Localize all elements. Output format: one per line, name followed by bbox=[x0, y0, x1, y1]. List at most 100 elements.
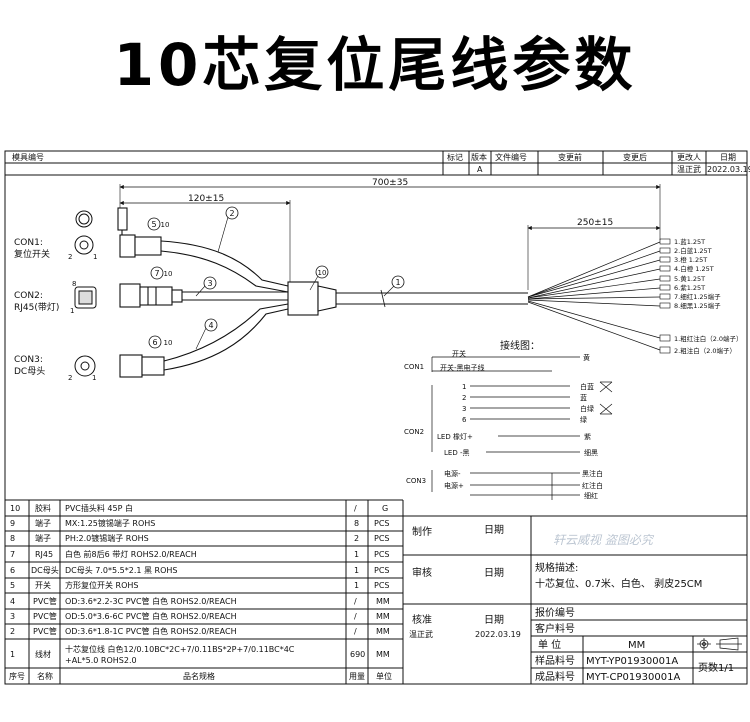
wiring-row-left: 开关-黑电子线 bbox=[440, 363, 485, 372]
model-number-label: 模具编号 bbox=[12, 152, 44, 162]
bom-row: 3 PVC管 OD:5.0*3.6-6C PVC管 白色 ROHS2.0/REA… bbox=[10, 611, 390, 621]
quote-number-label: 报价编号 bbox=[535, 606, 575, 619]
wiring-row-left: LED 橡灯+ bbox=[437, 432, 473, 441]
con2-block-name: CON2 bbox=[404, 428, 424, 436]
bom-unit: MM bbox=[376, 627, 390, 636]
con3-pin-a: 2 bbox=[68, 374, 72, 382]
bom-no: 2 bbox=[10, 627, 15, 636]
wire-fanout bbox=[527, 238, 671, 354]
bom-spec: OD:3.6*2.2-3C PVC管 白色 ROHS2.0/REACH bbox=[65, 596, 237, 606]
watermark: 轩云威视 盗图必究 bbox=[553, 533, 655, 547]
changer-value: 温正武 bbox=[677, 164, 701, 174]
callout-2: 2 bbox=[229, 209, 234, 218]
bom-qty: 1 bbox=[354, 550, 359, 559]
bom-name: PVC管 bbox=[33, 611, 57, 621]
bom-spec: PH:2.0镀锡端子 ROHS bbox=[65, 533, 149, 543]
bom-name: RJ45 bbox=[35, 550, 53, 559]
bom-name: 开关 bbox=[35, 580, 51, 590]
callout-1: 1 bbox=[395, 278, 400, 287]
bom-qty: 1 bbox=[354, 566, 359, 575]
header-label-changer: 更改人 bbox=[677, 152, 701, 162]
review-date-label: 日期 bbox=[484, 567, 504, 579]
spec-text: 十芯复位、0.7米、白色、 剥皮25CM bbox=[535, 577, 702, 590]
wire-label: 1.蓝1.25T bbox=[674, 237, 705, 246]
bom-name: PVC管 bbox=[33, 626, 57, 636]
product-number-label: 成品料号 bbox=[535, 670, 575, 683]
bom-unit: MM bbox=[376, 650, 390, 659]
wire-label: 6.紫1.25T bbox=[674, 284, 705, 292]
wiring-row-right: 红注白 bbox=[582, 481, 603, 490]
bom-name: PVC管 bbox=[33, 596, 57, 606]
bom-qty: / bbox=[354, 504, 357, 513]
unit-label: 单 位 bbox=[538, 638, 561, 651]
con3-pin-b: 1 bbox=[92, 374, 96, 382]
review-label: 审核 bbox=[412, 566, 432, 579]
projection-symbol-icon bbox=[697, 637, 742, 651]
header-label-mark: 标记 bbox=[447, 152, 463, 162]
wiring-row-left: 2 bbox=[462, 394, 466, 402]
bom-header-qty: 用量 bbox=[349, 672, 365, 681]
wire-label: 2.白蓝1.25T bbox=[674, 246, 712, 255]
wiring-row-left: 开关 bbox=[452, 349, 466, 358]
connector-length-dim: 120±15 bbox=[188, 194, 224, 204]
bom-row: 9 端子 MX:1.25镀锡端子 ROHS 8 PCS bbox=[10, 518, 390, 528]
con1-pin-b: 1 bbox=[93, 253, 97, 261]
callout-10b: 10 bbox=[161, 221, 170, 229]
bom-unit: G bbox=[382, 504, 388, 513]
wire-label: 8.细黑1.25端子 bbox=[674, 301, 721, 310]
bom-spec: DC母头 7.0*5.5*2.1 黑 ROHS bbox=[65, 565, 178, 575]
callout-4: 4 bbox=[208, 321, 213, 330]
bom-qty: 2 bbox=[354, 534, 359, 543]
callout-10d: 10 bbox=[164, 270, 173, 278]
bom-no: 10 bbox=[10, 504, 20, 513]
bom-name: 端子 bbox=[35, 518, 51, 528]
spec-title: 规格描述: bbox=[535, 561, 578, 574]
sample-number-value: MYT-YP01930001A bbox=[586, 656, 678, 667]
header-label-before: 变更前 bbox=[558, 152, 582, 162]
bom-unit: MM bbox=[376, 597, 390, 606]
wiring-row-right: 蓝 bbox=[580, 393, 587, 402]
wiring-row-right: 白蓝 bbox=[580, 382, 594, 391]
cable-harness bbox=[117, 207, 528, 378]
con1-label: CON1: bbox=[14, 238, 43, 248]
bom-spec: OD:3.6*1.8-1C PVC管 白色 ROHS2.0/REACH bbox=[65, 626, 237, 636]
approve-date-label: 日期 bbox=[484, 614, 504, 626]
wiring-row-right: 黑注白 bbox=[582, 469, 603, 478]
bom-unit: PCS bbox=[374, 566, 390, 575]
document-title: 10芯复位尾线参数 bbox=[113, 31, 637, 99]
wire-label: 5.黄1.25T bbox=[674, 274, 705, 283]
bom-unit: PCS bbox=[374, 519, 390, 528]
bom-qty: 690 bbox=[350, 650, 365, 659]
bom-table: 10 胶料 PVC插头料 45P 白 / G 9 端子 MX:1.25镀锡端子 … bbox=[5, 499, 404, 684]
bom-spec: 方形复位开关 ROHS bbox=[65, 580, 139, 590]
bom-no: 8 bbox=[10, 534, 15, 543]
approver-name: 温正武 bbox=[409, 629, 433, 639]
bom-row: 5 开关 方形复位开关 ROHS 1 PCS bbox=[10, 580, 390, 590]
con3-sub: DC母头 bbox=[14, 366, 45, 377]
wire-label: 3.橙 1.25T bbox=[674, 255, 707, 264]
make-date-label: 日期 bbox=[484, 524, 504, 536]
wire-label: 4.白橙 1.25T bbox=[674, 264, 714, 273]
bom-qty: 8 bbox=[354, 519, 359, 528]
callout-7: 7 bbox=[154, 269, 159, 278]
unit-value: MM bbox=[628, 640, 645, 651]
connector-views: CON1: 复位开关 2 1 CON2: RJ45(带灯) 8 1 CON3: … bbox=[14, 210, 97, 382]
bom-row: 7 RJ45 白色 前8后6 带灯 ROHS2.0/REACH 1 PCS bbox=[10, 549, 390, 559]
callout-5: 5 bbox=[151, 220, 156, 229]
bom-name: 胶料 bbox=[35, 503, 51, 513]
wiring-row-right: 黄 bbox=[583, 353, 590, 362]
wiring-row-right: 白绿 bbox=[580, 404, 594, 413]
wiring-diagram: 接线图： CON1 开关 黄 开关-黑电子线 CON2 1 白蓝 2 蓝 3 白… bbox=[404, 339, 613, 500]
bom-header-unit: 单位 bbox=[376, 671, 392, 681]
header-label-after: 变更后 bbox=[623, 152, 647, 162]
wiring-row-left: 1 bbox=[462, 383, 466, 391]
bom-name: 线材 bbox=[35, 649, 51, 659]
bom-name: DC母头 bbox=[31, 565, 59, 575]
wiring-row-left: 3 bbox=[462, 405, 466, 413]
bom-no: 1 bbox=[10, 650, 15, 659]
wiring-row-right: 细黑 bbox=[584, 448, 598, 457]
bom-row: 6 DC母头 DC母头 7.0*5.5*2.1 黑 ROHS 1 PCS bbox=[10, 565, 390, 575]
con2-pin-b: 1 bbox=[70, 307, 74, 315]
bom-unit: PCS bbox=[374, 550, 390, 559]
callout-6: 6 bbox=[152, 338, 157, 347]
